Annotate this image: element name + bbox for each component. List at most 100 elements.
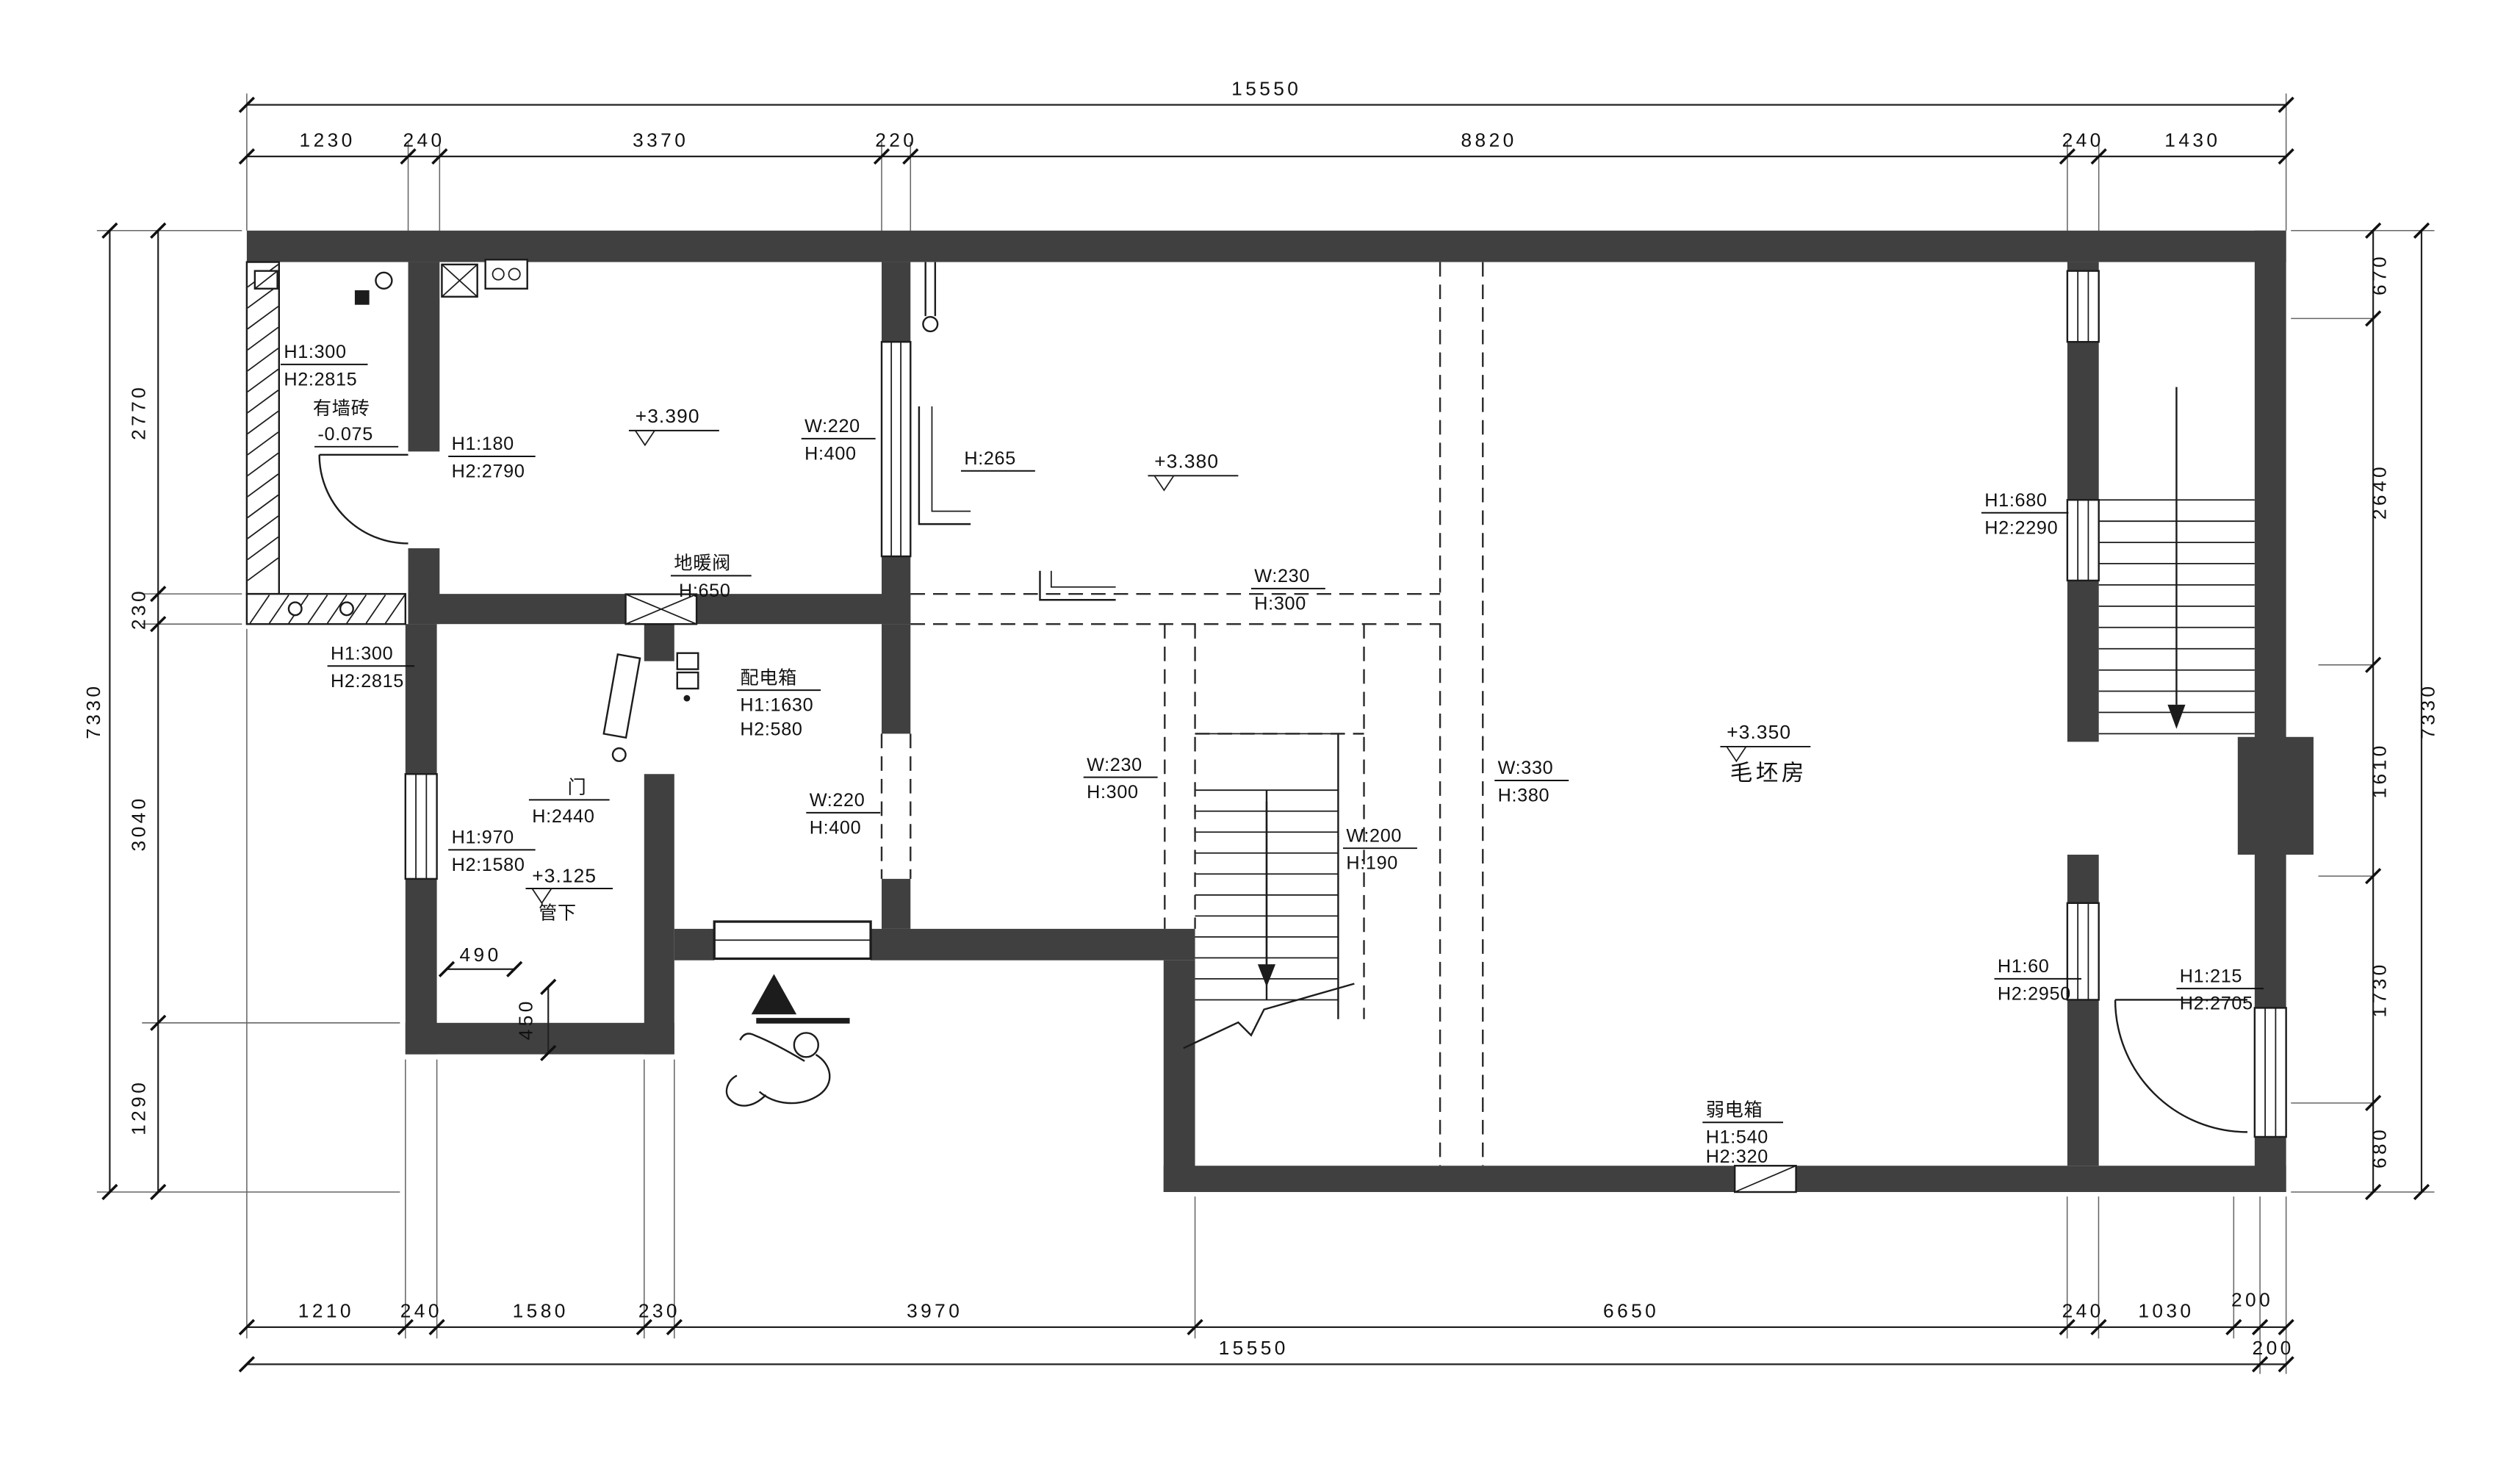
callout-distribution-box: 配电箱 H1:1630 H2:580 (736, 667, 821, 740)
callout-text: 弱电箱 (1706, 1099, 1763, 1120)
dim-left-3: 1290 (128, 1080, 150, 1135)
callout-text: W:220 (810, 790, 865, 811)
callout-text: H:265 (964, 448, 1016, 469)
callout-bl-window: H1:970 H2:1580 (448, 828, 536, 875)
callout-mid-opening: W:230 H:300 (1083, 755, 1158, 803)
weak-current-box-icon (1734, 1165, 1797, 1193)
dim-left-0: 2770 (128, 384, 150, 440)
lower-left-window (404, 773, 438, 880)
level-living: +3.380 (1148, 450, 1239, 492)
callout-stair-window: H1:680 H2:2290 (1981, 490, 2069, 538)
stair-break-line (1183, 983, 1355, 1049)
callout-text: H:190 (1346, 853, 1398, 874)
callout-text: H:300 (1087, 782, 1139, 803)
dim-top-0: 1230 (300, 129, 356, 151)
doors (318, 453, 2247, 1133)
stairs-right (2098, 387, 2255, 735)
dim-top-6: 1430 (2164, 129, 2220, 151)
dim-top-total: 15550 (1231, 77, 1301, 99)
dim-right-1: 2640 (2369, 464, 2391, 520)
callout-tl-window: H1:300 H2:2815 (280, 342, 368, 390)
callout-text: 地暖阀 (674, 553, 731, 574)
entry-level: -0.075 (317, 424, 372, 445)
dim-bottom-2: 1580 (513, 1300, 569, 1322)
callout-text: H2:2790 (452, 462, 525, 482)
callout-text: H2:320 (1706, 1146, 1768, 1167)
main-level: +3.350 (1727, 721, 1791, 743)
lower-left-door (602, 653, 641, 762)
dim-right-2: 1610 (2369, 742, 2391, 798)
dim-bottom-4: 3970 (907, 1300, 962, 1322)
dim-top-5: 240 (2062, 129, 2104, 151)
right-wall-window (2253, 1007, 2287, 1138)
beam-corner-icon (918, 406, 971, 525)
symbols (253, 259, 1797, 1193)
stair-down-arrow-right (2167, 704, 2186, 729)
stair-down-arrow-center (1257, 964, 1276, 987)
level-pipe: +3.125 管下 (525, 864, 613, 924)
callout-wall-tile: 有墙砖 -0.075 (313, 398, 399, 448)
callout-br-door: H1:215 H2:2705 (2176, 966, 2264, 1014)
callout-text: H2:580 (740, 719, 802, 740)
dim-bottom-extra: 200 (2253, 1337, 2294, 1359)
callout-weak-box: 弱电箱 H1:540 H2:320 (1702, 1099, 1784, 1167)
wall-tile-note: 有墙砖 (313, 398, 370, 419)
pipe-level: +3.125 (532, 864, 597, 886)
dimensions-bottom: 1210 240 1580 230 3970 6650 240 1030 200… (238, 1288, 2294, 1373)
callout-text: H2:2815 (284, 369, 357, 390)
callout-text: W:230 (1254, 566, 1310, 586)
dim-left-1: 230 (128, 588, 150, 630)
stairs-center (1183, 733, 1355, 1049)
callout-text: H1:970 (452, 828, 514, 848)
dim-bottom-1: 240 (400, 1300, 442, 1322)
callout-text: H1:540 (1706, 1127, 1768, 1148)
callout-bl-door: 门 H:2440 (528, 778, 610, 827)
callout-text: H1:1630 (740, 695, 813, 716)
top-left-door (318, 453, 408, 545)
front-door (713, 920, 872, 961)
callout-text: H:650 (679, 581, 731, 601)
callout-text: H2:2815 (331, 671, 404, 692)
kitchen-window (880, 340, 912, 558)
level-kitchen: +3.390 (628, 405, 719, 447)
callout-living-opening: W:230 H:300 (1250, 566, 1325, 614)
appliance-icons (253, 259, 528, 305)
dim-490: 490 (460, 944, 502, 966)
callouts: H1:300 H2:2815 有墙砖 -0.075 H1:180 H2:2790… (280, 342, 2264, 1167)
callout-kitchen-window: W:220 H:400 (801, 416, 876, 464)
callout-stair-opening: W:200 H:190 (1343, 825, 1417, 874)
dim-bottom-6: 240 (2062, 1300, 2104, 1322)
dim-right-total: 7330 (2417, 683, 2439, 739)
callout-beam: H:265 (960, 448, 1035, 472)
dim-right-0: 670 (2369, 254, 2391, 295)
living-level: +3.380 (1154, 450, 1219, 472)
callout-right-opening: W:330 H:380 (1494, 758, 1569, 806)
dim-right-4: 680 (2369, 1127, 2391, 1169)
dim-bottom-0: 1210 (298, 1300, 354, 1322)
callout-mid-window: W:220 H:400 (806, 790, 881, 838)
distribution-box-icon (676, 652, 699, 702)
tiled-wall-strip (245, 261, 280, 595)
dim-top-4: 8820 (1461, 129, 1517, 151)
callout-text: W:230 (1087, 755, 1142, 775)
dim-left-total: 7330 (82, 683, 104, 739)
dim-450: 450 (514, 998, 536, 1040)
dim-top-1: 240 (403, 129, 445, 151)
dim-490: 490 (438, 944, 523, 977)
dim-bottom-7: 1030 (2138, 1300, 2194, 1322)
pipe-note: 管下 (539, 903, 577, 924)
stairwell-window-low (2066, 902, 2100, 1001)
bottom-right-door (2114, 999, 2247, 1133)
dim-450: 450 (514, 978, 557, 1061)
dashed-lines (880, 262, 1484, 1166)
dim-top-2: 3370 (633, 129, 688, 151)
callout-br-window: H1:60 H2:2950 (1994, 956, 2081, 1004)
person-figure (725, 1032, 831, 1107)
dim-bottom-3: 230 (638, 1300, 680, 1322)
callout-text: H2:2705 (2180, 994, 2253, 1014)
windows (404, 270, 2287, 1138)
dim-left-2: 3040 (128, 795, 150, 851)
callout-text: W:200 (1346, 825, 1402, 846)
callout-text: H1:680 (1984, 490, 2047, 511)
extension-lines (96, 93, 2435, 1374)
